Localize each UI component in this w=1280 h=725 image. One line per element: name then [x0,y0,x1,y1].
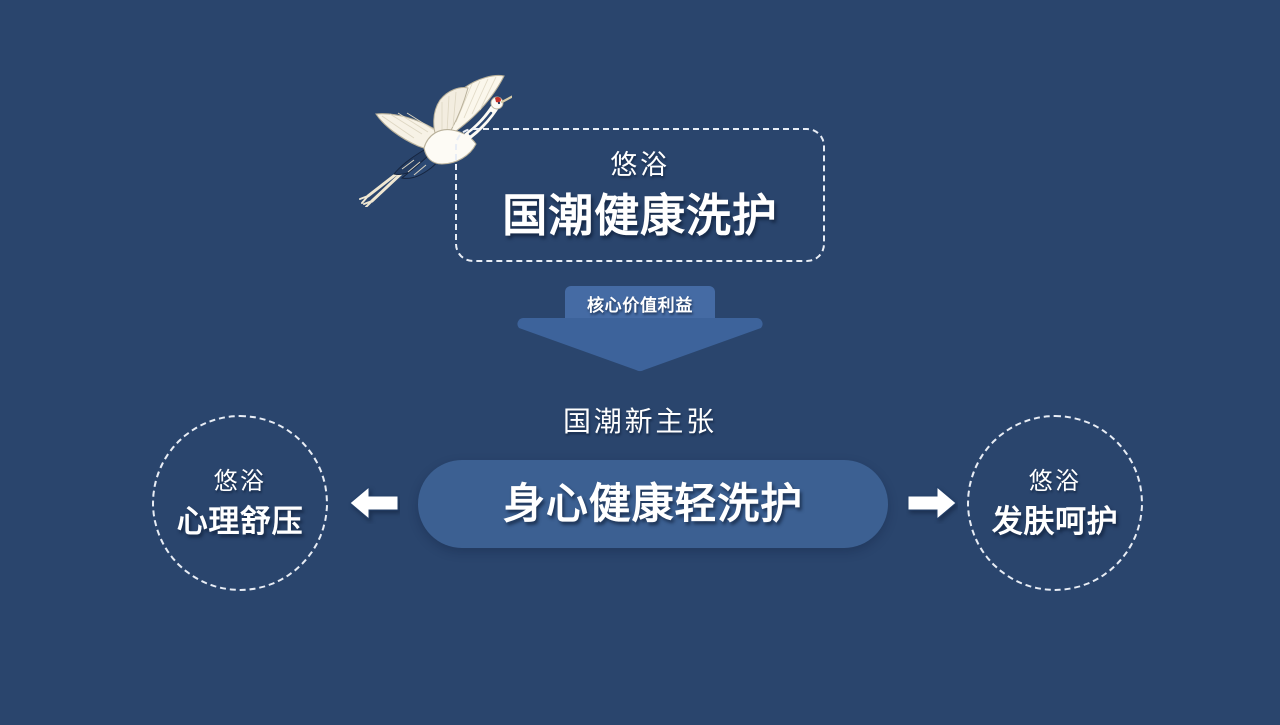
arrow-right-icon [906,482,958,524]
top-panel-headline: 国潮健康洗护 [502,190,778,241]
top-panel-brand: 悠浴 [610,150,670,180]
center-headline: 身心健康轻洗护 [503,480,803,527]
left-node-brand: 悠浴 [213,467,267,495]
right-node-headline: 发肤呵护 [991,503,1119,539]
arrow-left-icon [348,482,400,524]
down-arrow-label: 核心价值利益 [586,296,694,315]
center-headline-pill: 身心健康轻洗护 [418,460,888,548]
center-subtitle: 国潮新主张 [562,406,717,437]
left-node-headline: 心理舒压 [176,503,304,539]
node-right-skin-hair-care: 悠浴 发肤呵护 [967,415,1143,591]
top-brand-panel: 悠浴 国潮健康洗护 [455,128,825,262]
right-node-brand: 悠浴 [1028,467,1082,495]
core-value-down-arrow: 核心价值利益 [517,286,763,372]
node-left-mental-relief: 悠浴 心理舒压 [152,415,328,591]
